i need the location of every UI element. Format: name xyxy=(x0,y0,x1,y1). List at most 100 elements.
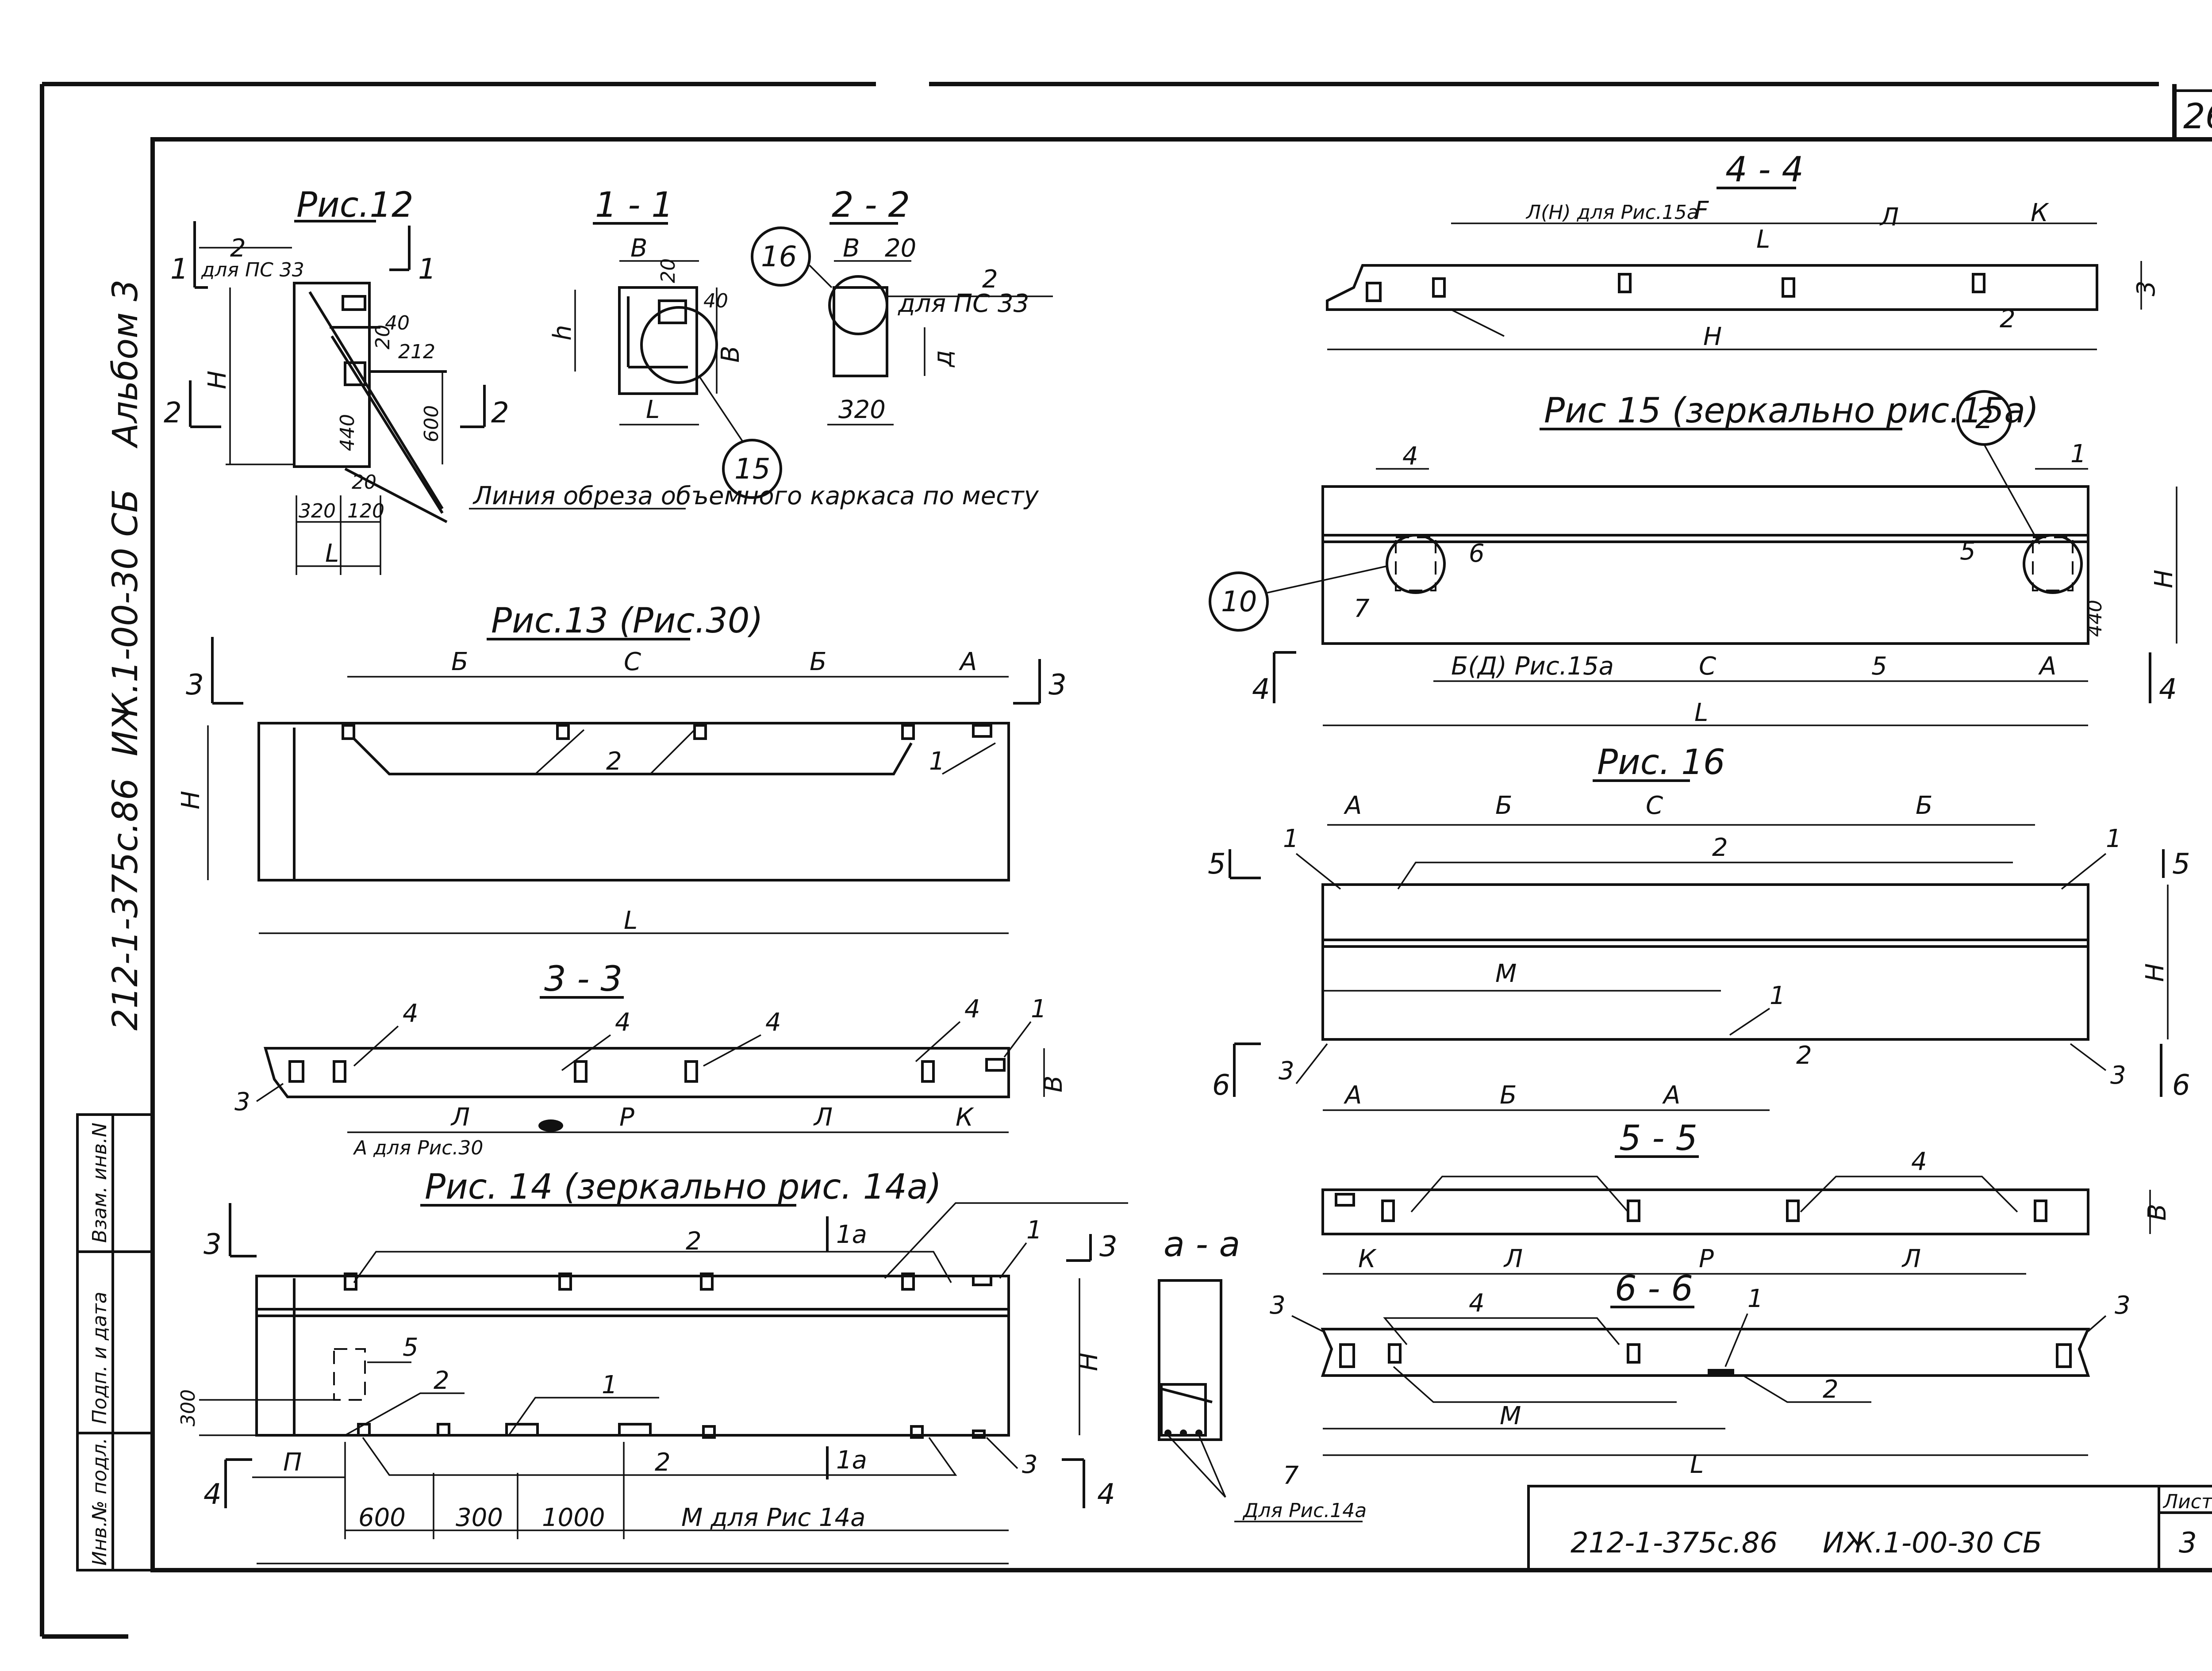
view-ris12: Рис.12 1 1 2 для ПС 33 Н 40 20 212 600 4… xyxy=(164,185,1039,575)
side-labels: Альбом 3 ИЖ.1-00-30 СБ 212-1-375с.86 xyxy=(106,280,146,1031)
drawing-label: 7 xyxy=(1283,1461,1299,1490)
drawing-label: 2 xyxy=(1823,1375,1839,1404)
title-block: 212-1-375с.86 ИЖ.1-00-30 СБ Лист 3 xyxy=(1527,1485,2212,1571)
drawing-label: 5 xyxy=(403,1333,419,1362)
ris16-title: Рис. 16 xyxy=(1597,743,1725,782)
drawing-label: 1а xyxy=(836,1220,867,1249)
drawing-label: 320 xyxy=(838,395,886,424)
drawing-label: М xyxy=(1500,1402,1521,1430)
drawing-label: А для Рис.30 xyxy=(353,1137,483,1159)
drawing-label: 20 xyxy=(657,258,680,283)
drawing-label: К xyxy=(2031,199,2049,227)
drawing-label: L xyxy=(325,539,339,568)
drawing-label: 3 xyxy=(234,1088,250,1116)
drawing-label: Р xyxy=(1699,1245,1714,1273)
drawing-label: 3 xyxy=(1279,1057,1294,1085)
drawing-label: 120 xyxy=(347,500,384,522)
view-ris13: Рис.13 (Рис.30) Б С Б А 2 1 Н L 3 3 xyxy=(177,601,1067,935)
drawing-label: Б xyxy=(1916,791,1932,820)
ris14-title: Рис. 14 (зеркально рис. 14а) xyxy=(425,1167,941,1207)
s44-title: 4 - 4 xyxy=(1725,150,1804,190)
drawing-label: Л xyxy=(813,1103,833,1132)
drawing-label: Б xyxy=(451,648,468,676)
drawing-label: для ПС 33 xyxy=(201,259,304,281)
drawing-label: 4 xyxy=(1911,1147,1927,1176)
drawing-label: 2 xyxy=(434,1366,449,1395)
s66-title: 6 - 6 xyxy=(1615,1269,1693,1309)
drawing-label: 320 xyxy=(299,500,336,522)
drawing-label: М xyxy=(1495,959,1517,988)
ris13-title: Рис.13 (Рис.30) xyxy=(491,601,763,641)
drawing-label: 3 xyxy=(2115,1291,2131,1320)
drawing-label: Р xyxy=(619,1103,634,1132)
drawing-label: 4 xyxy=(1402,442,1418,471)
drawing-label: 3 xyxy=(186,669,204,701)
drawing-label: 2 xyxy=(606,747,622,776)
page-number: 26 xyxy=(2183,97,2212,137)
saa-title: а - а xyxy=(1164,1225,1240,1265)
drawing-label: 4 xyxy=(765,1008,781,1037)
drawing-label: 1 xyxy=(170,253,188,286)
drawing-label: 3 xyxy=(2110,1061,2126,1090)
callout-10: 10 xyxy=(1221,586,1257,618)
section-6-6: 6 - 6 4 3 3 1 2 М L xyxy=(1270,1269,2131,1479)
view-ris14: Рис. 14 (зеркально рис. 14а) 2 1 1а 5 2 … xyxy=(177,1167,1128,1564)
drawing-label: 3 xyxy=(204,1228,222,1261)
drawing-label: L xyxy=(646,395,660,424)
drawing-label: 3 xyxy=(1099,1230,1118,1263)
drawing-label: Б(Д) Рис.15а xyxy=(1451,652,1614,681)
drawing-label: 20 xyxy=(372,325,394,349)
drawing-label: Н xyxy=(177,791,205,809)
drawing-label: С xyxy=(624,648,641,676)
drawing-label: П xyxy=(283,1448,302,1477)
drawing-label: 2 xyxy=(491,397,509,429)
drawing-label: 1 xyxy=(2106,824,2122,853)
drawing-label: 2 xyxy=(1796,1041,1812,1070)
doc-code-side: ИЖ.1-00-30 СБ xyxy=(106,489,146,756)
drawing-label: 212 xyxy=(398,341,435,363)
drawing-label: 2 xyxy=(164,397,182,429)
drawing-label: В xyxy=(630,234,647,263)
drawing-label: А xyxy=(1344,1081,1362,1110)
section-1-1: 1 - 1 В 20 40 h L В 15 xyxy=(548,185,782,499)
drawing-label: Л(Н) для Рис.15а xyxy=(1525,201,1699,224)
drawing-label: 300 xyxy=(456,1503,503,1532)
drawing-label: 3 xyxy=(2132,280,2161,296)
drawing-label: 1 xyxy=(2070,440,2086,468)
drawing-label: 2 xyxy=(982,265,998,294)
drawing-label: 7 xyxy=(1354,594,1370,623)
drawing-label: L xyxy=(1694,698,1708,727)
drawing-label: В xyxy=(843,234,860,263)
strip-inv: Инв.№ подл. xyxy=(88,1437,111,1566)
callout-16: 16 xyxy=(761,241,797,273)
drawing-label: 3 xyxy=(1270,1291,1286,1320)
drawing-label: 4 xyxy=(1469,1289,1485,1318)
strip-replace: Взам. инв.N xyxy=(88,1123,111,1243)
drawing-label: 1 xyxy=(1031,995,1047,1023)
drawing-label: Л xyxy=(1879,203,1899,232)
drawing-label: 1 xyxy=(929,747,945,776)
drawing-label: 5 xyxy=(1208,848,1226,881)
drawing-label: для ПС 33 xyxy=(898,289,1029,318)
drawing-label: Б xyxy=(1495,791,1512,820)
drawing-label: 2 xyxy=(686,1227,702,1256)
drawing-label: А xyxy=(1662,1081,1680,1110)
drawing-label: К xyxy=(956,1103,974,1132)
drawing-label: 40 xyxy=(703,290,728,312)
drawing-label: Н xyxy=(1703,322,1722,351)
drawing-label: h xyxy=(548,325,577,341)
ris15-title: Рис 15 (зеркально рис.15а) xyxy=(1544,391,2039,431)
drawing-label: 6 xyxy=(1469,539,1485,568)
strip-sign: Подп. и дата xyxy=(88,1292,111,1424)
drawing-label: 5 xyxy=(1871,652,1887,681)
drawing-label: М для Рис 14а xyxy=(681,1503,865,1532)
drawing-label: L xyxy=(1756,225,1770,254)
drawing-label: 1 xyxy=(602,1371,618,1399)
drawing-label: 2 xyxy=(655,1448,671,1477)
s55-title: 5 - 5 xyxy=(1619,1119,1697,1158)
drawing-label: 4 xyxy=(403,999,419,1028)
tb-series: 212-1-375с.86 xyxy=(1571,1527,1778,1560)
drawing-label: 1а xyxy=(836,1446,867,1475)
s33-title: 3 - 3 xyxy=(544,959,622,999)
